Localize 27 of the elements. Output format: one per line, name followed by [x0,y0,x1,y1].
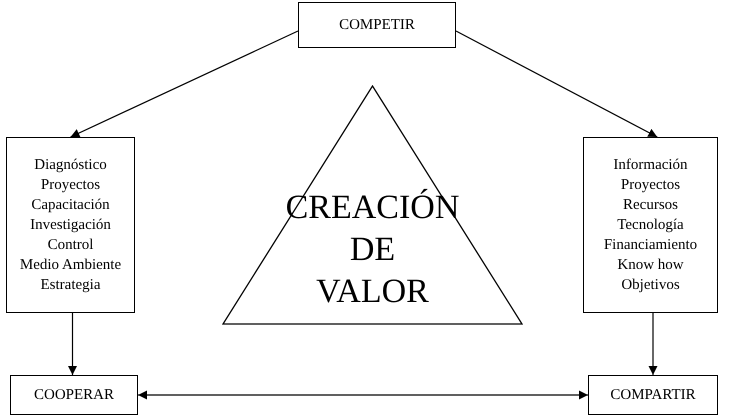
list-box [583,137,718,313]
list-item: Capacitación [31,196,110,215]
list-item: Información [613,156,688,175]
list-item: Proyectos [40,176,100,195]
list-item: Investigación [30,216,111,235]
list-item: Medio Ambiente [20,256,122,275]
box-label: COMPETIR [339,16,415,35]
process-box [10,375,138,415]
list-item: Objetivos [621,276,680,295]
box-label: COOPERAR [34,386,114,405]
process-box [298,2,456,48]
arrow [68,313,77,375]
list-item: Diagnóstico [34,156,107,175]
list-box [6,137,135,313]
box-label: COMPARTIR [610,386,696,405]
list-item: Financiamiento [604,236,698,255]
arrow [648,313,658,375]
list-item: Recursos [623,196,678,215]
list-item: Know how [617,256,684,275]
list-item: Estrategia [40,276,100,295]
arrow [138,390,588,400]
list-item: Tecnología [617,216,684,235]
list-item: Proyectos [620,176,680,195]
process-box [588,375,718,415]
arrow [456,30,658,138]
arrow [70,30,298,138]
list-item: Control [48,236,94,255]
